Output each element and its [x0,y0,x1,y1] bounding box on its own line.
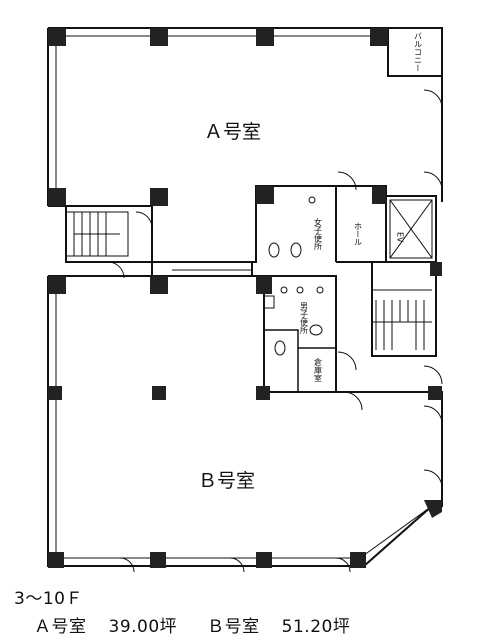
doors [107,89,443,573]
janitor-label: 倉庫室 [314,357,323,382]
area-summary: Ａ号室 39.00坪 Ｂ号室 51.20坪 [34,612,350,637]
room-b-area: 51.20坪 [281,617,351,637]
room-a-name: Ａ号室 [34,617,87,637]
elevator-shaft [389,199,433,259]
room-b-label: Ｂ号室 [198,470,255,492]
womens-toilet-label: 女子便所 [314,217,323,251]
room-b-name: Ｂ号室 [207,617,260,637]
columns [48,28,442,568]
floor-range: 3～10Ｆ [14,589,83,609]
stair-left [73,212,120,256]
ev-label: EV [396,232,405,243]
toilet-fixtures [263,196,324,356]
mens-toilet-label: 男子便所 [300,302,309,335]
room-a-label: Ａ号室 [204,121,261,143]
balcony-label: バルコニー [414,32,423,72]
hall-label: ホール [354,222,363,246]
stair-right [372,300,432,350]
room-a-area: 39.00坪 [108,617,178,637]
